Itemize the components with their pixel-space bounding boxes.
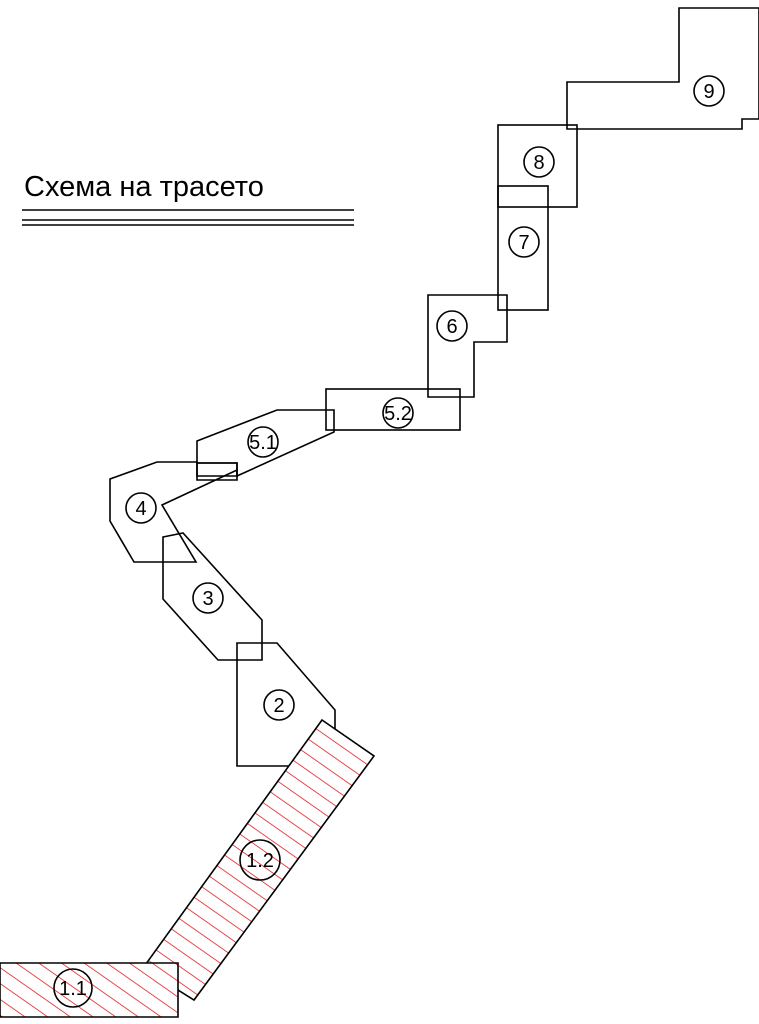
section-4-marker	[125, 492, 157, 524]
section-1-1-outline	[0, 962, 179, 1018]
section-5-2-label: 5.2	[384, 403, 412, 425]
section-6: 6	[427, 294, 508, 398]
section-4-label: 4	[135, 498, 146, 520]
section-1-2-label: 1.2	[246, 850, 274, 872]
section-5-1-inner-box	[196, 462, 238, 477]
section-7-marker	[508, 226, 540, 258]
section-4: 4	[109, 461, 238, 563]
section-9-marker	[693, 75, 725, 107]
section-1-2-outline	[141, 718, 376, 1002]
section-7-label: 7	[518, 232, 529, 254]
section-9-outline	[566, 7, 759, 130]
section-9: 9	[566, 7, 759, 130]
section-7: 7	[497, 185, 549, 311]
section-8-label: 8	[533, 152, 544, 174]
section-5-2: 5.2	[325, 388, 461, 431]
section-5-1: 5.1	[196, 409, 335, 478]
section-5-1-label: 5.1	[249, 432, 277, 454]
section-2-marker	[263, 689, 295, 721]
section-1-1: 1.1	[0, 962, 179, 1018]
section-5-1-marker	[247, 426, 279, 458]
section-8-marker	[523, 146, 555, 178]
title-block: Схема на трасето	[22, 171, 354, 226]
section-1-1-label: 1.1	[59, 978, 87, 1000]
section-3-outline	[162, 532, 263, 661]
section-6-outline	[427, 294, 508, 398]
section-1-2-marker	[239, 839, 281, 881]
section-8-outline	[497, 124, 578, 208]
section-1-2: 1.2	[141, 718, 376, 1002]
section-1-1-marker	[53, 968, 93, 1008]
section-2-label: 2	[273, 695, 284, 717]
page-title: Схема на трасето	[24, 171, 264, 203]
section-6-marker	[436, 310, 468, 342]
section-6-label: 6	[446, 316, 457, 338]
section-5-2-marker	[382, 397, 414, 429]
section-4-outline	[109, 461, 238, 563]
section-3-marker	[192, 582, 224, 614]
section-9-label: 9	[703, 81, 714, 103]
section-3-label: 3	[202, 588, 213, 610]
section-8: 8	[497, 124, 578, 208]
section-3: 3	[162, 532, 263, 661]
section-7-outline	[497, 185, 549, 311]
